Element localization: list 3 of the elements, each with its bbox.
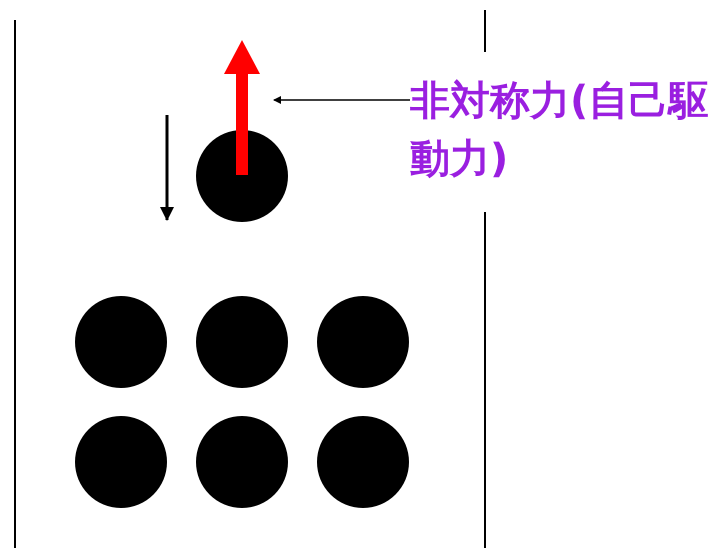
force-label: 非対称力(自己駆動力) — [410, 72, 710, 188]
force-arrow — [224, 40, 260, 175]
leader-line — [273, 96, 410, 104]
